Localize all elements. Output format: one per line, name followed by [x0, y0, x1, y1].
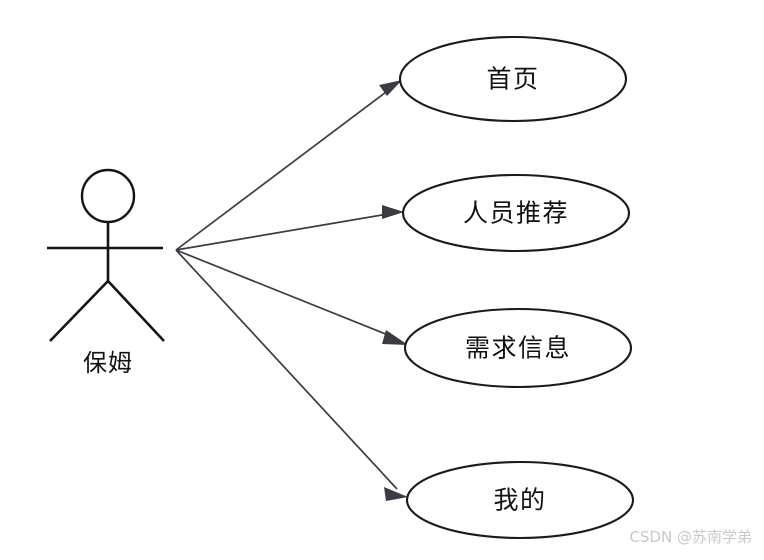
actor-leg-right	[107, 280, 165, 342]
association-arrowhead-demand-information	[382, 330, 408, 345]
use-case-label-home: 首页	[486, 66, 539, 94]
association-line-segment-staff-recommendation	[175, 212, 395, 251]
actor-label: 保姆	[83, 350, 133, 377]
association-line-demand-information[interactable]	[175, 249, 408, 345]
association-arrowhead-home	[379, 80, 402, 96]
actor-nanny[interactable]: 保姆	[47, 168, 165, 377]
use-case-ellipse-home	[398, 35, 628, 123]
use-case-home[interactable]: 首页	[398, 35, 628, 123]
association-line-staff-recommendation[interactable]	[175, 205, 404, 251]
use-case-ellipse-staff-recommendation	[401, 173, 631, 253]
association-line-mine[interactable]	[175, 249, 408, 501]
use-case-staff-recommendation[interactable]: 人员推荐	[401, 173, 631, 253]
association-line-home[interactable]	[175, 80, 402, 251]
use-case-demand-information[interactable]: 需求信息	[403, 307, 633, 389]
association-group	[175, 80, 408, 501]
actor-leg-left	[49, 280, 109, 342]
actor-head-icon	[80, 168, 136, 224]
use-case-ellipse-mine	[405, 460, 635, 540]
watermark-label: CSDN @苏南学弟	[629, 528, 752, 546]
use-case-label-demand-information: 需求信息	[465, 335, 571, 363]
use-case-label-mine: 我的	[493, 487, 546, 515]
association-arrowhead-staff-recommendation	[382, 205, 404, 219]
use-case-mine[interactable]: 我的	[405, 460, 635, 540]
association-line-segment-demand-information	[175, 249, 399, 340]
use-case-ellipse-demand-information	[403, 307, 633, 389]
association-line-segment-home	[175, 85, 395, 251]
association-arrowhead-mine	[384, 487, 408, 501]
use-case-label-staff-recommendation: 人员推荐	[463, 200, 569, 228]
association-line-segment-mine	[175, 249, 398, 490]
